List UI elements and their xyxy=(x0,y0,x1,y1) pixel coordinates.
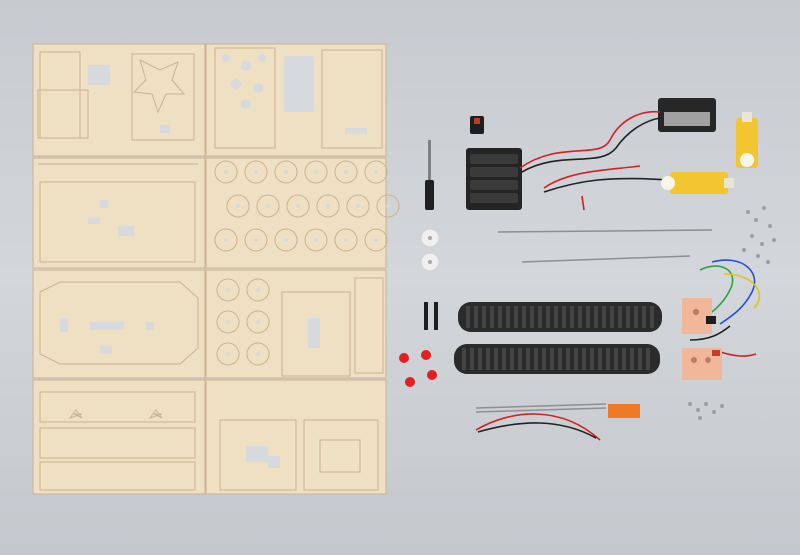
wooden-wheel xyxy=(334,160,358,184)
wooden-wheel xyxy=(274,228,298,252)
wooden-wheel xyxy=(244,228,268,252)
wood-sheet-4-wheels xyxy=(205,157,400,269)
wood-sheet-1 xyxy=(32,43,206,157)
wooden-wheel xyxy=(246,342,270,366)
wooden-wheel xyxy=(376,194,400,218)
wooden-wheel xyxy=(246,310,270,334)
wooden-wheel xyxy=(214,228,238,252)
wooden-wheel xyxy=(316,194,340,218)
battery-holder-2aa xyxy=(658,98,716,132)
wooden-wheel xyxy=(216,342,240,366)
wooden-wheel xyxy=(364,228,388,252)
wires xyxy=(475,110,761,441)
wooden-wheel xyxy=(364,160,388,184)
wood-sheet-3 xyxy=(32,157,206,269)
circuit-board-1 xyxy=(682,298,716,334)
screws-and-nuts xyxy=(688,206,776,420)
wooden-wheel xyxy=(216,310,240,334)
wooden-wheel xyxy=(226,194,250,218)
wood-sheet-5 xyxy=(32,269,206,379)
wood-sheet-8 xyxy=(205,379,387,495)
circuit-board-2 xyxy=(682,348,722,380)
wood-sheet-7 xyxy=(32,379,206,495)
wood-sheets xyxy=(32,43,400,495)
foam-pads xyxy=(608,404,640,418)
wooden-wheel xyxy=(304,160,328,184)
wooden-wheel xyxy=(274,160,298,184)
wooden-wheel xyxy=(334,228,358,252)
wooden-wheel xyxy=(246,278,270,302)
pulleys xyxy=(420,228,440,272)
gear-motor-2 xyxy=(661,172,734,194)
wooden-wheel xyxy=(286,194,310,218)
screwdriver xyxy=(425,140,434,210)
wooden-wheel xyxy=(346,194,370,218)
black-posts xyxy=(424,302,438,330)
wood-sheet-6 xyxy=(205,269,387,379)
wooden-wheel xyxy=(214,160,238,184)
tank-track-2 xyxy=(454,344,660,374)
gear-motor-1 xyxy=(736,112,758,168)
power-switch xyxy=(470,116,484,134)
battery-holder-4aa xyxy=(466,148,522,210)
axles xyxy=(475,229,713,413)
wooden-wheel xyxy=(244,160,268,184)
red-leds xyxy=(399,350,437,387)
wood-sheet-2 xyxy=(205,43,387,157)
wooden-wheel xyxy=(304,228,328,252)
tank-track-1 xyxy=(458,302,662,332)
wooden-wheel xyxy=(216,278,240,302)
wooden-wheel xyxy=(256,194,280,218)
